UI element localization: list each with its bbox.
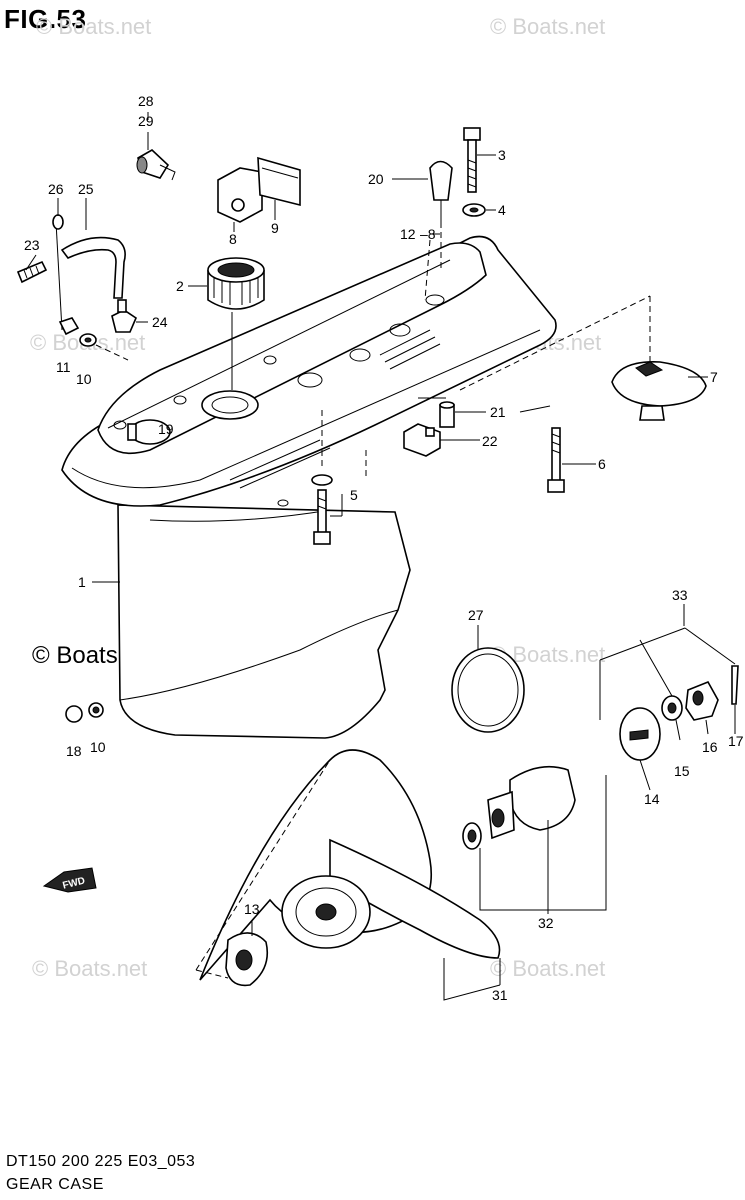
watermark: © Boats.net bbox=[32, 956, 148, 981]
label-part-4: 4 bbox=[498, 202, 506, 218]
washer-14 bbox=[619, 707, 661, 761]
fwd-arrow-icon: FWD bbox=[42, 867, 97, 893]
label-part-10-upper: 10 bbox=[76, 371, 92, 387]
plug-28-29 bbox=[136, 149, 176, 181]
label-part-28: 28 bbox=[138, 93, 154, 109]
label-part-32: 32 bbox=[538, 915, 554, 931]
label-part-3: 3 bbox=[498, 147, 506, 163]
anode-7 bbox=[611, 361, 707, 421]
label-part-16: 16 bbox=[702, 739, 718, 755]
bracket-8-9 bbox=[217, 156, 301, 223]
label-part-10-lower: 10 bbox=[90, 739, 106, 755]
label-part-5: 5 bbox=[350, 487, 358, 503]
label-part-11: 11 bbox=[56, 359, 71, 375]
screw-23 bbox=[16, 260, 48, 284]
pin-20 bbox=[429, 160, 453, 222]
needle-bearing bbox=[207, 257, 265, 310]
label-part-7: 7 bbox=[710, 369, 718, 385]
label-part-27: 27 bbox=[468, 607, 484, 623]
label-part-21: 21 bbox=[490, 404, 506, 420]
nut-11-washer-10 bbox=[58, 317, 97, 347]
label-part-19: 19 bbox=[158, 421, 174, 437]
label-part-13: 13 bbox=[244, 901, 260, 917]
label-part-33: 33 bbox=[672, 587, 688, 603]
bolt-6 bbox=[547, 427, 565, 493]
label-part-2: 2 bbox=[176, 278, 184, 294]
label-part-1: 1 bbox=[78, 574, 86, 590]
label-part-26: 26 bbox=[48, 181, 64, 197]
watermark: © Boats.net bbox=[490, 956, 606, 981]
label-part-6: 6 bbox=[598, 456, 606, 472]
exploded-parts-diagram: FWD 1 2 3 4 5 6 7 8 9 10 10 11 12 –8 13 … bbox=[16, 93, 744, 1003]
label-part-24: 24 bbox=[152, 314, 168, 330]
label-part-8: 8 bbox=[229, 231, 237, 247]
label-part-15: 15 bbox=[674, 763, 690, 779]
cotter-pin-17 bbox=[731, 665, 739, 705]
label-part-9: 9 bbox=[271, 220, 279, 236]
spacer bbox=[462, 822, 482, 850]
propeller-31 bbox=[199, 749, 501, 981]
hose-25-26 bbox=[52, 214, 126, 331]
gear-case-housing bbox=[61, 235, 557, 739]
label-part-25: 25 bbox=[78, 181, 94, 197]
figure-caption-title: GEAR CASE bbox=[6, 1176, 104, 1193]
thrust-hub-32 bbox=[487, 765, 576, 840]
dowel-19 bbox=[127, 423, 137, 441]
label-part-29: 29 bbox=[138, 113, 154, 129]
bolt-3 bbox=[463, 127, 481, 193]
watermark: © Boats.net bbox=[36, 14, 152, 39]
nut-16 bbox=[685, 680, 719, 721]
washer-15 bbox=[661, 695, 683, 721]
label-part-31: 31 bbox=[492, 987, 508, 1003]
thrust-washer-13 bbox=[225, 932, 269, 987]
washer-4 bbox=[462, 203, 486, 217]
nut-18-washer-10 bbox=[65, 702, 104, 723]
label-part-17: 17 bbox=[728, 733, 744, 749]
block-22 bbox=[403, 423, 441, 457]
label-part-20: 20 bbox=[368, 171, 384, 187]
o-ring-27 bbox=[451, 647, 525, 733]
figure-caption-model: DT150 200 225 E03_053 bbox=[6, 1153, 196, 1170]
label-part-12: 12 bbox=[400, 226, 416, 242]
collar-21 bbox=[439, 401, 455, 428]
fitting-24 bbox=[111, 299, 137, 333]
fwd-label: FWD bbox=[62, 876, 87, 892]
figure-title: FIG.53 bbox=[4, 4, 87, 34]
bolt-5 bbox=[311, 474, 333, 545]
label-part-18: 18 bbox=[66, 743, 82, 759]
label-part-14: 14 bbox=[644, 791, 660, 807]
watermark: © Boats.net bbox=[490, 14, 606, 39]
label-part-23: 23 bbox=[24, 237, 40, 253]
svg-text:–8: –8 bbox=[420, 226, 436, 242]
label-part-22: 22 bbox=[482, 433, 498, 449]
